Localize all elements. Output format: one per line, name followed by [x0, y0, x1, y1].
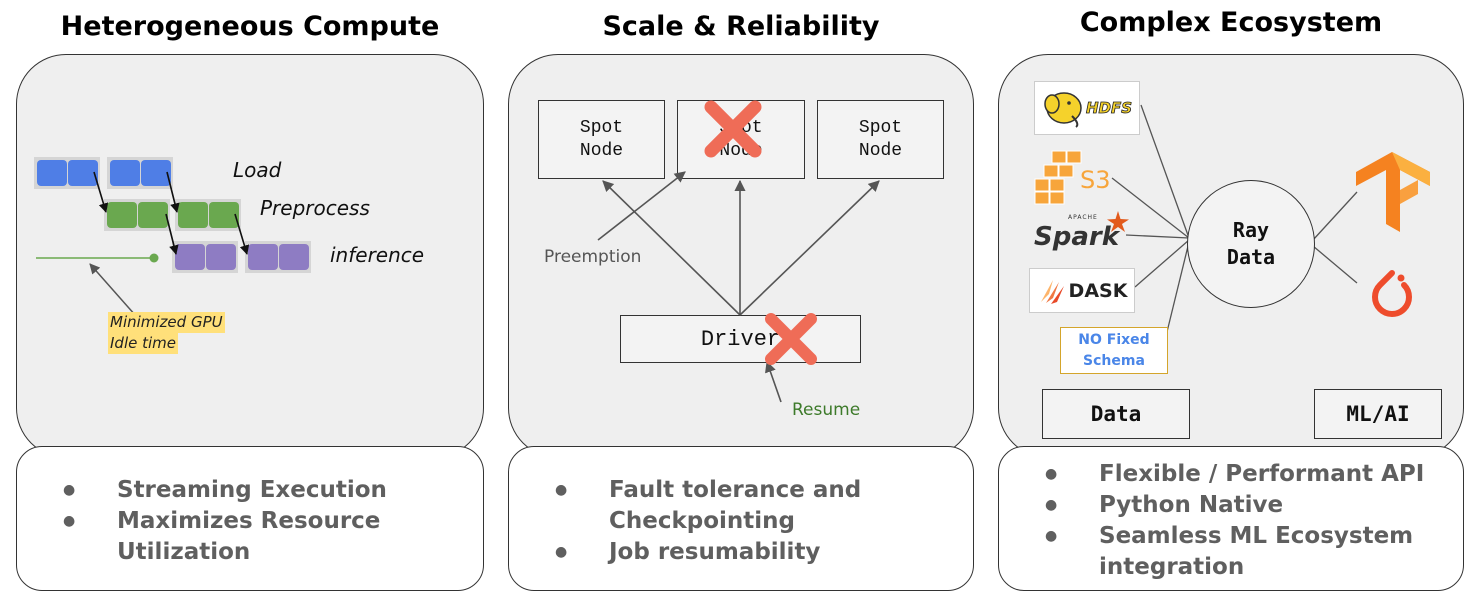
stage-label-preprocess: Preprocess — [260, 196, 370, 220]
data-label-box: Data — [1042, 389, 1190, 439]
load-block — [37, 160, 67, 186]
load-block — [110, 160, 140, 186]
bullet-item: Fault tolerance and Checkpointing — [555, 475, 909, 537]
dask-logo: DASK — [1029, 268, 1135, 313]
driver-to-node3-arrow — [739, 180, 880, 316]
compute-bullets-box: Streaming Execution Maximizes Resource U… — [16, 446, 484, 591]
compute-title: Heterogeneous Compute — [60, 11, 440, 42]
gpu-idle-end — [149, 253, 159, 263]
bullet-item: Flexible / Performant API — [1045, 459, 1429, 490]
preprocess-block — [107, 202, 137, 228]
dask-text: DASK — [1068, 279, 1128, 302]
resume-arrow — [765, 360, 782, 403]
preprocess-block — [138, 202, 168, 228]
failure-cross-icon — [704, 100, 762, 158]
inference-block — [175, 244, 205, 270]
failure-cross-icon — [765, 313, 817, 365]
gpu-note-line2: Idle time — [108, 333, 178, 354]
stage-label-load: Load — [233, 158, 282, 182]
ecosystem-title: Complex Ecosystem — [1079, 7, 1383, 38]
reliability-bullet-list: Fault tolerance and Checkpointing Job re… — [555, 475, 909, 568]
load-block — [141, 160, 171, 186]
dask-icon — [1040, 279, 1064, 304]
spark-star-icon — [1107, 211, 1129, 232]
driver-node: Driver — [620, 315, 861, 363]
aws-cubes-icon — [1034, 150, 1082, 205]
stage-label-inference: inference — [330, 243, 425, 267]
spark-text: Spark — [1034, 222, 1119, 252]
inference-block — [248, 244, 278, 270]
flow-arrow — [166, 171, 180, 213]
tensorflow-icon — [1356, 152, 1430, 232]
preprocess-block — [178, 202, 208, 228]
spark-apache-text: APACHE — [1068, 214, 1098, 221]
pytorch-icon — [1372, 270, 1412, 318]
gpu-note-line1: Minimized GPU — [108, 312, 225, 333]
elephant-icon — [1044, 92, 1082, 128]
bullet-item: Seamless ML Ecosystem integration — [1045, 521, 1429, 583]
bullet-item: Maximizes Resource Utilization — [63, 506, 447, 568]
inference-block — [206, 244, 236, 270]
flow-arrow — [165, 213, 179, 255]
s3-logo: S3 — [1034, 150, 1116, 206]
ecosystem-bullets-box: Flexible / Performant API Python Native … — [998, 446, 1464, 591]
flow-arrow — [234, 213, 250, 255]
hdfs-text: HDFS — [1085, 99, 1133, 118]
reliability-title: Scale & Reliability — [602, 11, 880, 42]
reliability-arrows — [597, 100, 880, 403]
note-pointer-arrow — [89, 263, 137, 317]
bullet-item: Job resumability — [555, 537, 909, 568]
load-block — [68, 160, 98, 186]
flow-arrow — [93, 171, 109, 213]
bullet-item: Python Native — [1045, 490, 1429, 521]
compute-arrows — [36, 171, 250, 317]
compute-bullet-list: Streaming Execution Maximizes Resource U… — [63, 475, 447, 568]
resume-label: Resume — [792, 400, 861, 420]
bullet-item: Streaming Execution — [63, 475, 447, 506]
preemption-label: Preemption — [544, 247, 642, 267]
s3-text: S3 — [1080, 166, 1111, 194]
driver-to-node1-arrow — [602, 180, 741, 316]
spark-logo: APACHE Spark — [1034, 210, 1130, 258]
inference-block — [279, 244, 309, 270]
reliability-bullets-box: Fault tolerance and Checkpointing Job re… — [508, 446, 974, 591]
mlai-label-box: ML/AI — [1314, 389, 1442, 439]
preemption-arrow — [597, 171, 686, 241]
preprocess-block — [209, 202, 239, 228]
ecosystem-connectors — [1111, 104, 1358, 337]
hdfs-logo: HDFS — [1034, 81, 1140, 135]
ecosystem-bullet-list: Flexible / Performant API Python Native … — [1045, 459, 1429, 583]
